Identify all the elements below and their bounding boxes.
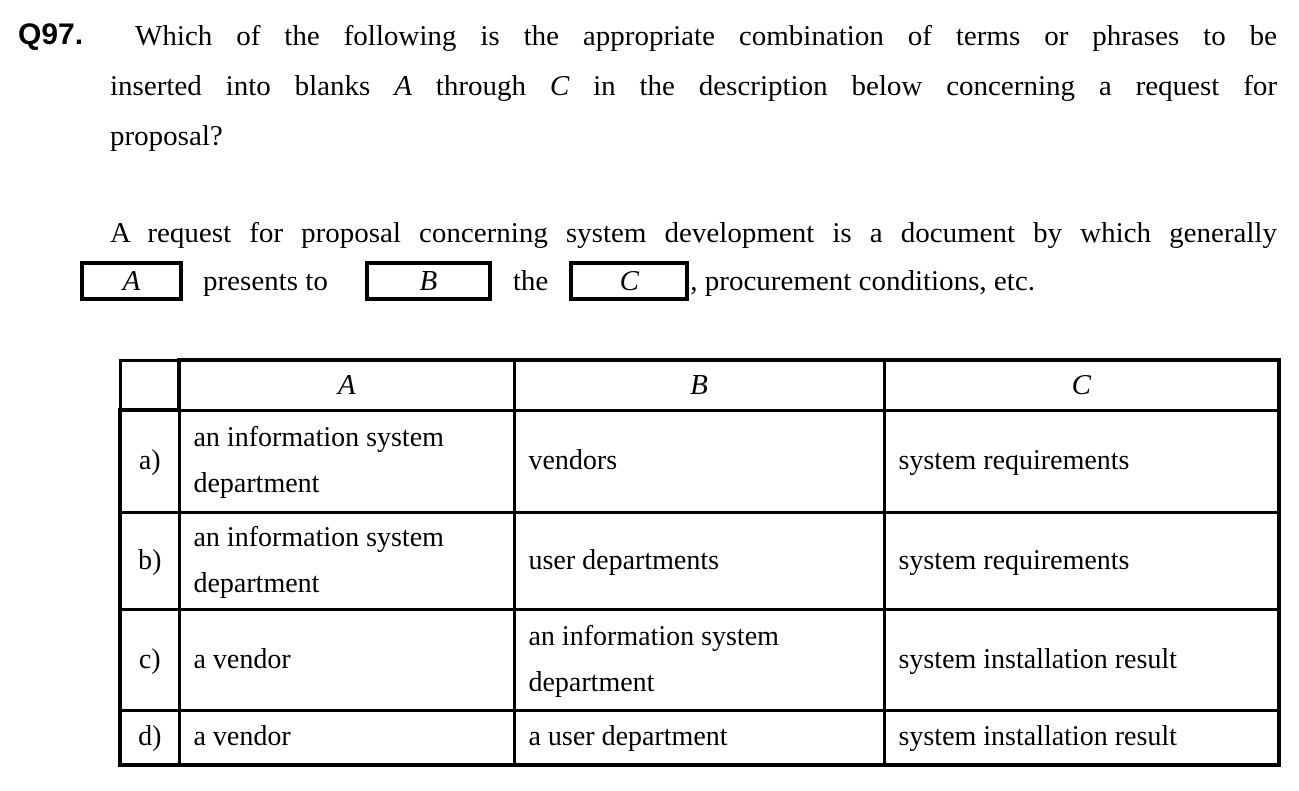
option-cell: system requirements xyxy=(882,408,1281,514)
question-text-segment: Which of the following is the appropriat… xyxy=(135,20,1277,52)
option-cell: an information system department xyxy=(512,607,886,712)
description-line-2: A presents to B the C , procurement cond… xyxy=(80,258,1035,304)
question-text-segment: in the description below concerning a re… xyxy=(593,70,1278,102)
option-cell: a vendor xyxy=(177,607,516,712)
question-text-segment: inserted into blanks xyxy=(110,70,371,102)
blank-box-c: C xyxy=(569,261,690,301)
question-text-line-3: proposal? xyxy=(110,119,223,153)
question-text-line-1: Which of the following is the appropriat… xyxy=(135,19,1277,53)
option-label: c) xyxy=(118,607,181,712)
option-cell: system installation result xyxy=(882,607,1281,712)
question-text-segment: proposal? xyxy=(110,120,223,152)
table-row: a) an information system department vend… xyxy=(118,408,1281,514)
table-header-b: B xyxy=(512,358,886,412)
blank-ref-a: A xyxy=(394,70,412,102)
option-cell: a user department xyxy=(512,708,886,767)
description-text-segment: A request for proposal concerning system… xyxy=(110,217,1277,249)
table-row: d) a vendor a user department system ins… xyxy=(118,708,1281,767)
table-corner-cell xyxy=(118,358,181,412)
option-cell: vendors xyxy=(512,408,886,514)
blank-box-a: A xyxy=(80,261,183,301)
description-text-segment: , procurement conditions, etc. xyxy=(690,264,1035,297)
option-cell: an information system department xyxy=(177,510,516,611)
description-text-segment: the xyxy=(512,264,549,297)
option-cell: a vendor xyxy=(177,708,516,767)
blank-box-b: B xyxy=(364,261,492,301)
option-cell: user departments xyxy=(512,510,886,611)
description-line-1: A request for proposal concerning system… xyxy=(110,216,1277,250)
option-label: b) xyxy=(118,510,181,611)
table-row: b) an information system department user… xyxy=(118,510,1281,611)
question-text-segment: through xyxy=(435,70,526,102)
table-header-a: A xyxy=(177,358,516,412)
options-table: A B C a) an information system departmen… xyxy=(118,358,1281,767)
question-text-line-2: inserted into blanks A through C in the … xyxy=(110,69,1277,103)
table-header-row: A B C xyxy=(118,358,1281,412)
option-cell: an information system department xyxy=(177,408,516,514)
option-label: a) xyxy=(118,408,181,514)
option-cell: system installation result xyxy=(882,708,1281,767)
blank-box-b-label: B xyxy=(419,264,438,297)
table-row: c) a vendor an information system depart… xyxy=(118,607,1281,712)
table-header-c: C xyxy=(882,358,1281,412)
description-text-segment: presents to xyxy=(203,264,328,297)
question-number: Q97. xyxy=(18,18,84,51)
option-cell: system requirements xyxy=(882,510,1281,611)
blank-ref-c: C xyxy=(549,70,570,102)
blank-box-a-label: A xyxy=(122,264,141,297)
option-label: d) xyxy=(118,708,181,767)
blank-box-c-label: C xyxy=(619,264,639,297)
